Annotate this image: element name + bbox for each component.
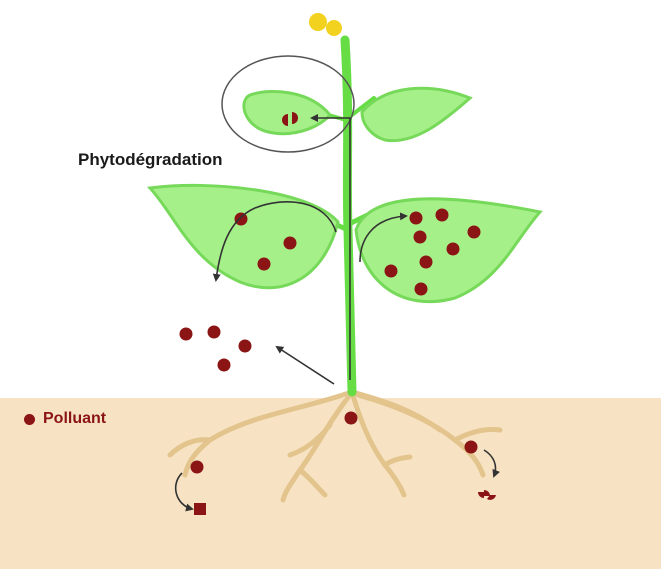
pollutant-dot-icon: [208, 326, 221, 339]
pollutant-dot-icon: [284, 237, 297, 250]
flower: [309, 13, 342, 36]
pollutant-dot-icon: [24, 414, 35, 425]
pollutant-dot-icon: [258, 258, 271, 271]
pollutant-dot-icon: [191, 461, 204, 474]
pollutant-dot-icon: [180, 328, 193, 341]
pollutant-dot-icon: [414, 231, 427, 244]
pollutant-dot-icon: [410, 212, 423, 225]
pollutant-dot-icon: [218, 359, 231, 372]
flower-bud: [326, 20, 342, 36]
pollutant-dot-icon: [468, 226, 481, 239]
pollutant-dot-icon: [385, 265, 398, 278]
arrow-root-to-air: [277, 347, 334, 384]
leaf-top-right: [362, 88, 470, 140]
pollutant-dot-icon: [436, 209, 449, 222]
pollutant-dot-icon: [415, 283, 428, 296]
square-pollutant-icon: [194, 503, 206, 515]
pollutant-dot-icon: [239, 340, 252, 353]
pollutant-dot-icon: [420, 256, 433, 269]
legend: Polluant: [24, 410, 106, 428]
leaf-top-left: [244, 92, 330, 134]
phytodegradation-label: Phytodégradation: [78, 150, 223, 170]
flower-bud: [309, 13, 327, 31]
pollutant-dot-icon: [465, 441, 478, 454]
legend-label: Polluant: [43, 410, 106, 428]
pollutant-dot-icon: [345, 412, 358, 425]
pollutant-dot-icon: [447, 243, 460, 256]
leaf-middle-left: [150, 185, 338, 287]
